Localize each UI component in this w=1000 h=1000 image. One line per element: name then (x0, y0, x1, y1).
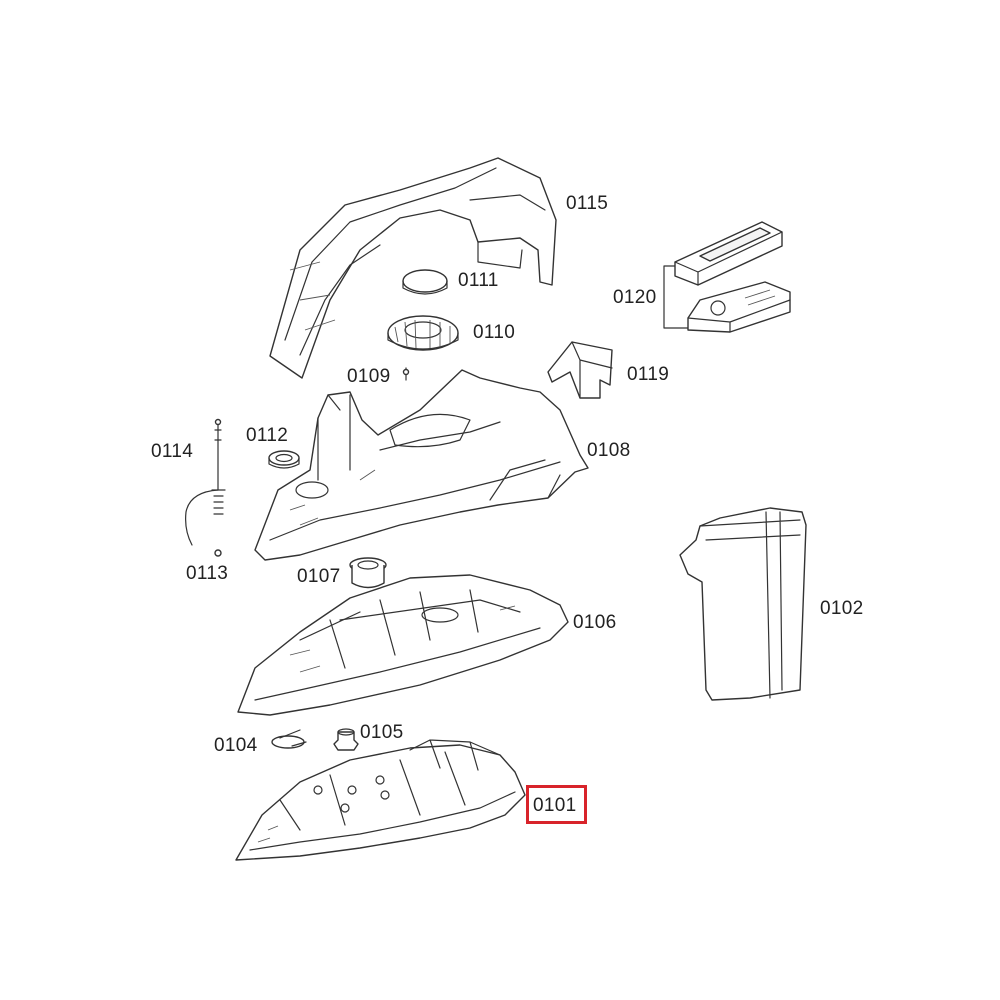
seal-ring-part (268, 450, 300, 469)
steam-rod-part (185, 418, 226, 546)
bushing-part (349, 557, 387, 589)
dial-part (387, 315, 459, 351)
part-label-0104: 0104 (214, 735, 258, 756)
highlight-box-0101 (526, 785, 587, 824)
part-label-0102: 0102 (820, 598, 864, 619)
part-label-0120: 0120 (613, 287, 657, 308)
part-label-0112: 0112 (246, 425, 289, 446)
part-label-0114: 0114 (151, 441, 194, 462)
soleplate-part (235, 739, 526, 861)
part-label-0109: 0109 (347, 366, 391, 387)
pin-part (402, 367, 410, 381)
valve-part (333, 728, 359, 751)
part-label-0106: 0106 (573, 612, 617, 633)
part-label-0119: 0119 (627, 364, 670, 385)
button-cover-part (547, 341, 613, 399)
part-label-0111: 0111 (458, 270, 499, 291)
chassis-part (237, 574, 569, 716)
clip-part (271, 729, 307, 749)
part-label-0113: 0113 (186, 563, 229, 584)
iron-body-part (254, 369, 589, 561)
part-label-0115: 0115 (566, 193, 609, 214)
part-label-0108: 0108 (587, 440, 631, 461)
part-label-0107: 0107 (297, 566, 341, 587)
part-label-0105: 0105 (360, 722, 404, 743)
ball-part (214, 549, 222, 557)
part-label-0110: 0110 (473, 322, 516, 343)
part-label-0101: 0101 (533, 795, 577, 816)
handle-cover-part (269, 157, 557, 379)
cap-part (402, 269, 448, 295)
water-tank-part (679, 507, 807, 701)
electronic-module-part (663, 221, 791, 333)
